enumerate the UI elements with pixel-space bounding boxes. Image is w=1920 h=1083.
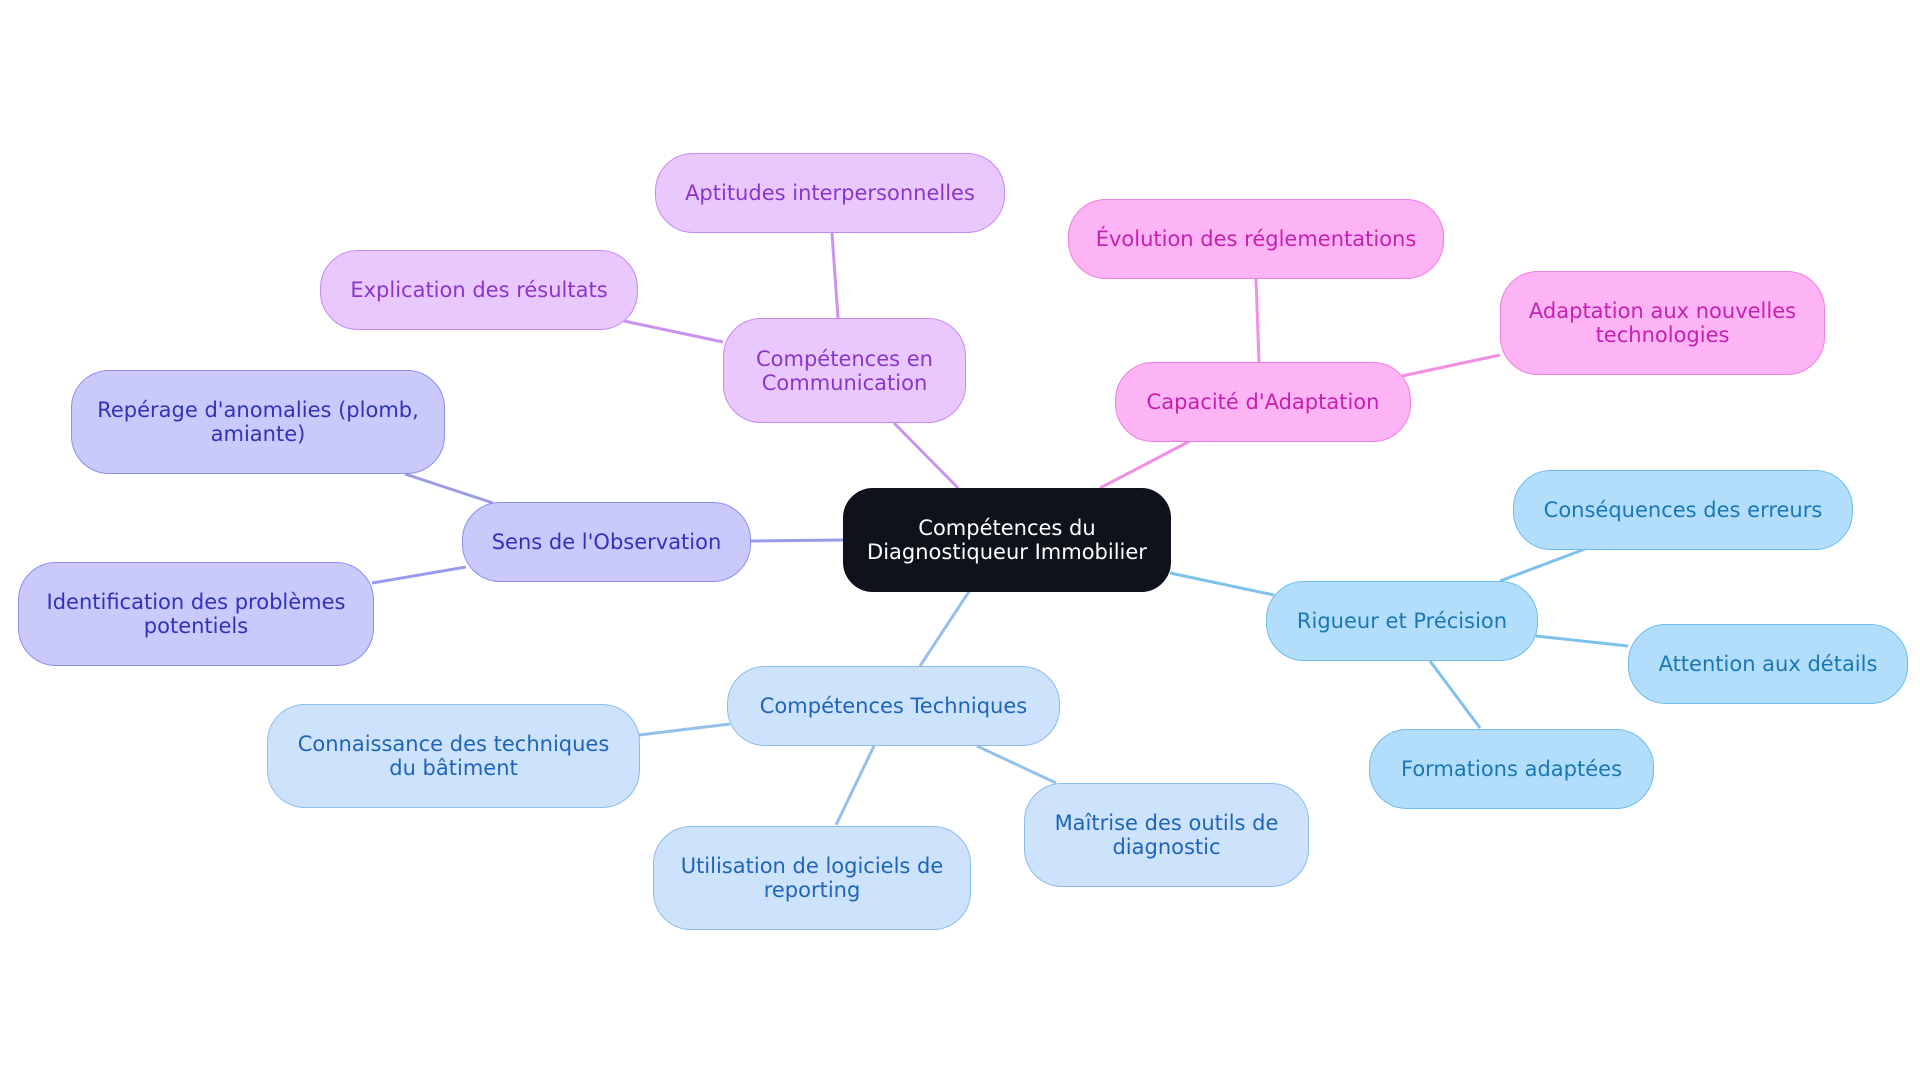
node-logiciels-reporting[interactable]: Utilisation de logiciels de reporting — [653, 826, 971, 930]
edge-communication-aptitudes — [830, 232, 840, 319]
node-rigueur-label: Rigueur et Précision — [1296, 609, 1508, 633]
node-evolution-reglementations-label: Évolution des réglementations — [1095, 227, 1417, 251]
edge-communication-explication — [623, 319, 724, 344]
edge-root-adaptation — [1099, 439, 1191, 490]
root-label: Compétences du Diagnostiqueur Immobilier — [867, 516, 1147, 564]
node-aptitudes-interpersonnelles[interactable]: Aptitudes interpersonnelles — [655, 153, 1005, 233]
node-identification-problemes[interactable]: Identification des problèmes potentiels — [18, 562, 374, 666]
edge-adaptation-evolution — [1254, 278, 1261, 363]
node-identification-problemes-label: Identification des problèmes potentiels — [46, 590, 346, 638]
node-consequences-erreurs[interactable]: Conséquences des erreurs — [1513, 470, 1853, 550]
edge-technique-outils — [976, 744, 1057, 785]
edge-root-observation — [750, 538, 844, 543]
node-adaptation-label: Capacité d'Adaptation — [1146, 390, 1380, 414]
node-observation-label: Sens de l'Observation — [491, 530, 722, 554]
node-formations-adaptees[interactable]: Formations adaptées — [1369, 729, 1654, 809]
node-consequences-erreurs-label: Conséquences des erreurs — [1543, 498, 1823, 522]
node-outils-diagnostic[interactable]: Maîtrise des outils de diagnostic — [1024, 783, 1309, 887]
node-explication-resultats-label: Explication des résultats — [350, 278, 608, 302]
root-node[interactable]: Compétences du Diagnostiqueur Immobilier — [843, 488, 1171, 592]
node-reperage-anomalies[interactable]: Repérage d'anomalies (plomb, amiante) — [71, 370, 445, 474]
node-attention-details-label: Attention aux détails — [1658, 652, 1878, 676]
edge-root-communication — [892, 421, 960, 490]
node-technique[interactable]: Compétences Techniques — [727, 666, 1060, 746]
node-adaptation-technologies-label: Adaptation aux nouvelles technologies — [1528, 299, 1797, 347]
edge-rigueur-formations — [1428, 660, 1482, 729]
edge-observation-reperage — [404, 472, 494, 505]
edge-rigueur-consequences — [1499, 547, 1586, 583]
node-explication-resultats[interactable]: Explication des résultats — [320, 250, 638, 330]
node-logiciels-reporting-label: Utilisation de logiciels de reporting — [680, 854, 944, 902]
node-communication[interactable]: Compétences en Communication — [723, 318, 966, 423]
node-technique-label: Compétences Techniques — [759, 694, 1028, 718]
node-reperage-anomalies-label: Repérage d'anomalies (plomb, amiante) — [97, 398, 419, 446]
node-attention-details[interactable]: Attention aux détails — [1628, 624, 1908, 704]
node-aptitudes-interpersonnelles-label: Aptitudes interpersonnelles — [685, 181, 975, 205]
node-evolution-reglementations[interactable]: Évolution des réglementations — [1068, 199, 1444, 279]
node-connaissance-techniques-label: Connaissance des techniques du bâtiment — [297, 732, 610, 780]
edge-root-technique — [918, 589, 972, 667]
node-adaptation[interactable]: Capacité d'Adaptation — [1115, 362, 1411, 442]
edge-root-rigueur — [1169, 571, 1275, 597]
edge-technique-connaissance — [638, 722, 731, 737]
node-communication-label: Compétences en Communication — [756, 346, 933, 395]
edge-observation-identification — [371, 565, 467, 585]
edge-adaptation-technologies — [1401, 353, 1501, 378]
node-rigueur[interactable]: Rigueur et Précision — [1266, 581, 1538, 661]
node-adaptation-technologies[interactable]: Adaptation aux nouvelles technologies — [1500, 271, 1825, 375]
node-formations-adaptees-label: Formations adaptées — [1400, 757, 1623, 781]
edge-rigueur-attention — [1535, 634, 1629, 648]
node-observation[interactable]: Sens de l'Observation — [462, 502, 751, 582]
edge-technique-logiciels — [834, 745, 876, 826]
node-outils-diagnostic-label: Maîtrise des outils de diagnostic — [1054, 811, 1279, 859]
node-connaissance-techniques[interactable]: Connaissance des techniques du bâtiment — [267, 704, 640, 808]
